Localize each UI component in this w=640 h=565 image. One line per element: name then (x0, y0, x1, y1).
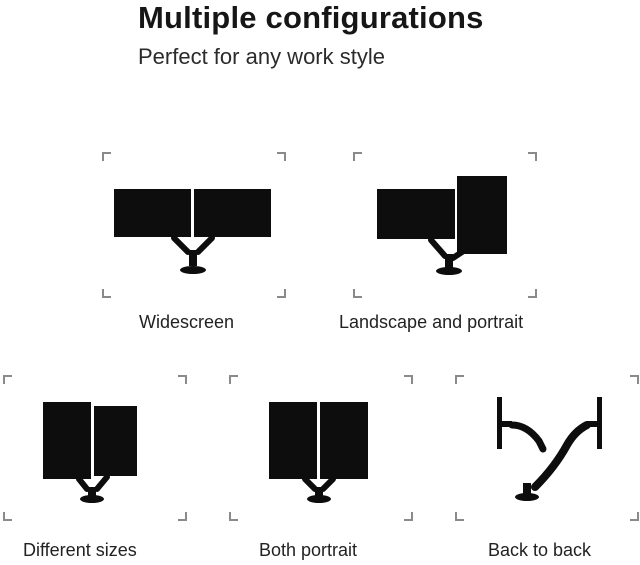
config-card-back-to-back (455, 375, 639, 521)
caption-widescreen: Widescreen (139, 312, 235, 332)
config-card-both-portrait (229, 375, 413, 521)
landscape-portrait-illustration (353, 152, 537, 298)
config-card-widescreen (102, 152, 286, 298)
caption-landscape-portrait: Landscape and portrait (339, 312, 524, 332)
page-subtitle: Perfect for any work style (138, 44, 385, 69)
caption-back-to-back: Back to back (488, 540, 592, 560)
both-portrait-illustration (229, 375, 413, 521)
back-to-back-illustration (455, 375, 639, 521)
widescreen-illustration (102, 152, 286, 298)
different-sizes-illustration (3, 375, 187, 521)
page-title: Multiple configurations (138, 0, 484, 35)
caption-different-sizes: Different sizes (23, 540, 137, 560)
caption-both-portrait: Both portrait (259, 540, 358, 560)
config-card-different-sizes (3, 375, 187, 521)
config-card-landscape-portrait (353, 152, 537, 298)
